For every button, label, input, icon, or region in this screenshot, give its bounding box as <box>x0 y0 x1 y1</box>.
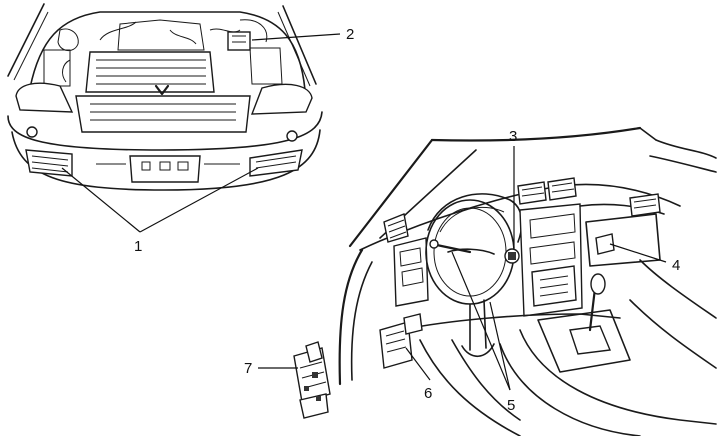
leader-line-6 <box>405 347 431 381</box>
callout-4: 4 <box>672 257 680 274</box>
callout-2: 2 <box>346 26 354 43</box>
vehicle-front-view <box>7 3 323 191</box>
callout-7: 7 <box>244 360 252 377</box>
relay-box <box>227 31 251 51</box>
leader-line-5a <box>451 251 511 391</box>
right-headlight <box>250 83 313 115</box>
leader-line-2 <box>251 33 341 41</box>
callout-1: 1 <box>134 238 142 255</box>
leader-line-1a <box>61 167 141 233</box>
relay-block-detail <box>293 341 331 419</box>
callout-5: 5 <box>507 397 515 414</box>
left-headlight <box>15 82 74 113</box>
leader-line-5b <box>489 301 511 391</box>
leader-lines <box>61 33 667 391</box>
junction-block <box>379 321 413 369</box>
leader-line-1b <box>139 167 259 233</box>
leader-line-4 <box>609 243 667 263</box>
control-unit <box>595 233 615 255</box>
dashboard-interior-view <box>338 126 717 436</box>
callout-6: 6 <box>424 385 432 402</box>
callout-3: 3 <box>509 128 517 145</box>
